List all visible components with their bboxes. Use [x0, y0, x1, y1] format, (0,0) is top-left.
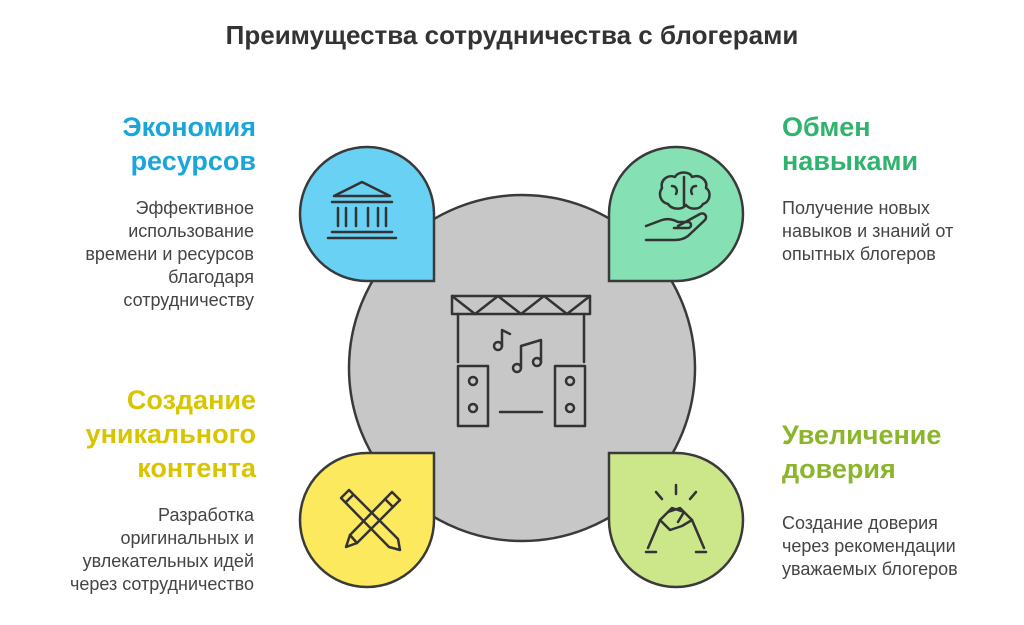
- description-skills: Получение новых навыков и знаний от опыт…: [782, 198, 954, 264]
- description-trust: Создание доверия через рекомендации уваж…: [782, 513, 958, 579]
- petal-skills: [607, 145, 745, 283]
- page-title: Преимущества сотрудничества с блогерами: [225, 20, 799, 50]
- heading-economy: Экономия ресурсов: [122, 112, 256, 176]
- concert-stage-icon: [450, 294, 592, 428]
- heading-trust: Увеличение доверия: [782, 420, 942, 484]
- heading-skills: Обмен навыками: [782, 112, 919, 176]
- heading-content: Создание уникального контента: [85, 385, 256, 483]
- petal-trust: [607, 451, 745, 589]
- description-content: Разработка оригинальных и увлекательных …: [69, 505, 254, 594]
- pen-pencil-icon: [339, 488, 402, 552]
- description-economy: Эффективное использование времени и ресу…: [85, 198, 254, 310]
- bank-building-icon: [326, 180, 398, 240]
- brain-hand-icon: [644, 171, 711, 242]
- handshake-icon: [644, 483, 708, 554]
- petal-content: [298, 451, 436, 589]
